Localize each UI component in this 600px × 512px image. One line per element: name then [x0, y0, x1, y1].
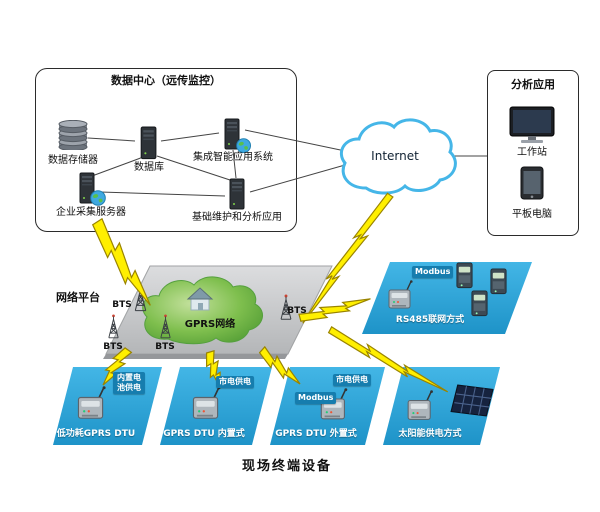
bts-tower-icon: [108, 314, 119, 339]
network-platform-label: 网络平台: [56, 291, 100, 304]
data-center-title: 数据中心（远传监控）: [111, 74, 221, 87]
bts-label: BTS: [155, 342, 175, 352]
house-icon: [186, 287, 214, 311]
gprs-network-label: GPRS网络: [184, 319, 236, 330]
terminal-title-solar: 太阳能供电方式: [398, 429, 462, 439]
terminal-title-low-power: 低功耗GPRS DTU: [56, 429, 136, 439]
node-label-integrated-app: 集成智能应用系统: [193, 152, 273, 163]
bts-label: BTS: [103, 342, 123, 352]
gprs-cloud: [142, 276, 264, 345]
tag-battery-power: 内置电池供电: [113, 372, 145, 394]
terminal-title-builtin: GPRS DTU 内置式: [163, 429, 245, 439]
node-label-storage: 数据存储器: [48, 155, 98, 166]
bts-label: BTS: [112, 300, 132, 310]
tag-modbus: Modbus: [412, 266, 454, 278]
terminal-title-rs485: RS485联网方式: [395, 315, 465, 325]
analysis-box: [487, 70, 579, 236]
terminal-title-external: GPRS DTU 外置式: [275, 429, 357, 439]
diagram-footer-title: 现场终端设备: [241, 459, 333, 474]
tag-mains-power: 市电供电: [216, 376, 254, 388]
internet-label: Internet: [371, 149, 419, 163]
workstation-label: 工作站: [517, 147, 547, 158]
node-label-database: 数据库: [134, 162, 164, 173]
analysis-title: 分析应用: [511, 78, 555, 91]
node-label-maintenance-app: 基础维护和分析应用: [192, 212, 282, 223]
tag-modbus: Modbus: [295, 392, 337, 404]
tablet-label: 平板电脑: [512, 209, 552, 220]
bts-label: BTS: [287, 306, 307, 316]
bts-tower-icon: [134, 284, 147, 312]
bts-tower-icon: [160, 314, 171, 339]
lightning-bolt: [298, 293, 373, 325]
node-label-collection-server: 企业采集服务器: [56, 207, 126, 218]
tag-mains-power: 市电供电: [333, 374, 371, 386]
